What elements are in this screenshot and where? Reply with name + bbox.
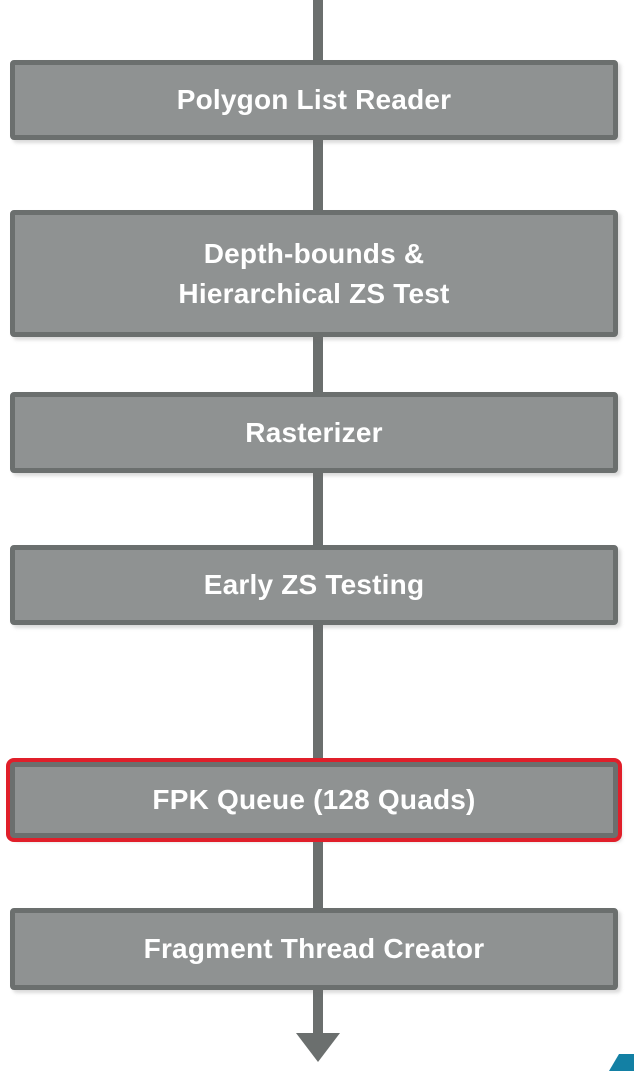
corner-accent-shape <box>609 1054 634 1071</box>
flow-box-rasterizer: Rasterizer <box>10 392 618 473</box>
flow-box-fpk-queue: FPK Queue (128 Quads) <box>10 762 618 838</box>
flow-box-depth-bounds-hzs-test: Depth-bounds & Hierarchical ZS Test <box>10 210 618 337</box>
arrow-down-icon <box>296 1033 340 1062</box>
flow-box-label: Rasterizer <box>245 416 383 448</box>
flow-box-fragment-thread-creator: Fragment Thread Creator <box>10 908 618 990</box>
flow-box-label: FPK Queue (128 Quads) <box>152 784 476 816</box>
flow-box-polygon-list-reader: Polygon List Reader <box>10 60 618 140</box>
flow-box-label: Fragment Thread Creator <box>143 933 485 965</box>
flow-box-label: Depth-bounds & Hierarchical ZS Test <box>178 237 450 309</box>
flow-connector-line <box>313 0 323 1036</box>
flow-box-early-zs-testing: Early ZS Testing <box>10 545 618 625</box>
flow-box-label: Early ZS Testing <box>203 569 425 601</box>
flow-box-label: Polygon List Reader <box>176 84 452 116</box>
